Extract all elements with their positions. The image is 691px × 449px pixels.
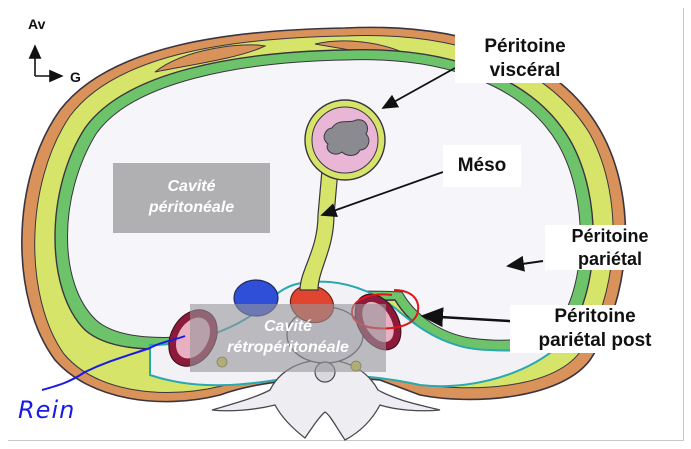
handwritten-rein-label: Rein (18, 396, 76, 424)
arrow-meso (320, 171, 444, 217)
arrow-peritoine-visceral (381, 67, 456, 109)
intestine-lumen (323, 119, 370, 156)
label-peritoine-visceral: Péritoine viscéral (455, 35, 595, 83)
orientation-anterior-label: Av (28, 16, 46, 32)
cavity-retroperitoneale-label: Cavité rétropéritonéale (190, 304, 386, 372)
rectus-muscle-right (154, 44, 267, 73)
cavity-retroperitoneale-line2: rétropéritonéale (227, 339, 349, 356)
cavity-peritoneale-line2: péritonéale (148, 199, 235, 216)
cavity-peritoneale-line1: Cavité (167, 178, 216, 196)
cavity-retroperitoneale-line1: Cavité (263, 318, 313, 336)
rein-annotation-line (41, 335, 186, 391)
label-peritoine-visceral-line1: Péritoine (484, 36, 566, 57)
kidney-highlight-circle (350, 289, 420, 330)
label-peritoine-visceral-line2: viscéral (489, 59, 561, 81)
arrow-peritoine-parietal (506, 255, 544, 272)
arrow-peritoine-parietal-post (420, 307, 526, 328)
frame-border-right (683, 8, 684, 441)
label-peritoine-parietal-post-line1: Péritoine (554, 306, 636, 327)
label-meso: Méso (443, 145, 521, 187)
cavity-peritoneale-label: Cavité péritonéale (113, 163, 270, 233)
orientation-left-label: G (70, 69, 81, 85)
label-peritoine-parietal-post: Péritoine pariétal post (510, 305, 680, 353)
label-peritoine-parietal-line1: Péritoine (571, 226, 649, 246)
label-peritoine-parietal-line2: pariétal (577, 248, 643, 269)
orientation-axes-icon (28, 44, 64, 83)
label-peritoine-parietal-post-line2: pariétal post (538, 329, 652, 351)
frame-border-bottom (8, 440, 684, 441)
label-peritoine-parietal: Péritoine pariétal (545, 225, 675, 270)
